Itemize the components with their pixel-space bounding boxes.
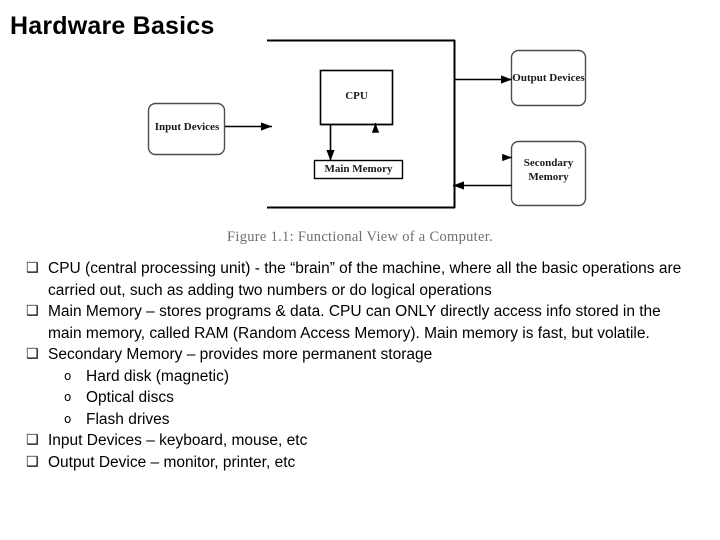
circle-bullet-icon: o [64, 411, 72, 426]
list-item: ❑ Main Memory – stores programs & data. … [26, 301, 694, 344]
bullet-text: Output Device – monitor, printer, etc [48, 453, 296, 471]
square-bullet-icon: ❑ [26, 346, 39, 362]
sub-bullet-text: Hard disk (magnetic) [86, 367, 229, 385]
secondary-memory-label-line1: Secondary [523, 157, 574, 169]
secondary-memory-label-line2: Memory [528, 170, 569, 183]
list-item: o Optical discs [64, 387, 694, 409]
output-devices-label: Output Devices [512, 72, 585, 84]
bullet-text: Input Devices – keyboard, mouse, etc [48, 432, 308, 449]
list-item: ❑ Input Devices – keyboard, mouse, etc [26, 430, 694, 452]
bullet-text: Secondary Memory – provides more permane… [48, 346, 433, 363]
list-item: o Hard disk (magnetic) [64, 366, 694, 388]
secondary-memory-box [510, 140, 587, 207]
input-devices-label: Input Devices [154, 121, 220, 133]
bullet-list: ❑ CPU (central processing unit) - the “b… [26, 258, 694, 473]
square-bullet-icon: ❑ [26, 303, 39, 319]
main-memory-box [313, 159, 404, 180]
input-devices-box [147, 102, 226, 156]
bullet-text: Main Memory – stores programs & data. CP… [48, 303, 661, 342]
cpu-memory-connectors [321, 123, 393, 161]
cpu-box [319, 69, 394, 126]
list-item: ❑ Secondary Memory – provides more perma… [26, 344, 694, 366]
bullet-text: CPU (central processing unit) - the “bra… [48, 260, 682, 299]
cpu-label: CPU [345, 90, 368, 102]
list-item: ❑ Output Device – monitor, printer, etc [26, 452, 694, 474]
circle-bullet-icon: o [64, 390, 72, 404]
list-item: o Flash drives [64, 409, 694, 431]
sub-bullet-text: Flash drives [86, 410, 170, 428]
secondary-memory-label: Secondary Memory [511, 157, 586, 185]
diagram-canvas [147, 39, 587, 209]
circle-bullet-icon: o [64, 368, 72, 383]
sub-bullet-text: Optical discs [86, 389, 174, 406]
page-title: Hardware Basics [10, 12, 215, 40]
computer-boundary [267, 39, 456, 209]
hardware-diagram: Input Devices CPU Main Memory Output Dev… [0, 0, 720, 255]
square-bullet-icon: ❑ [26, 432, 39, 448]
list-item: ❑ CPU (central processing unit) - the “b… [26, 258, 694, 301]
square-bullet-icon: ❑ [26, 453, 39, 470]
square-bullet-icon: ❑ [26, 260, 39, 276]
main-memory-label: Main Memory [324, 163, 393, 175]
figure-caption: Figure 1.1: Functional View of a Compute… [227, 229, 493, 245]
sub-bullet-list: o Hard disk (magnetic) o Optical discs o… [64, 366, 694, 431]
